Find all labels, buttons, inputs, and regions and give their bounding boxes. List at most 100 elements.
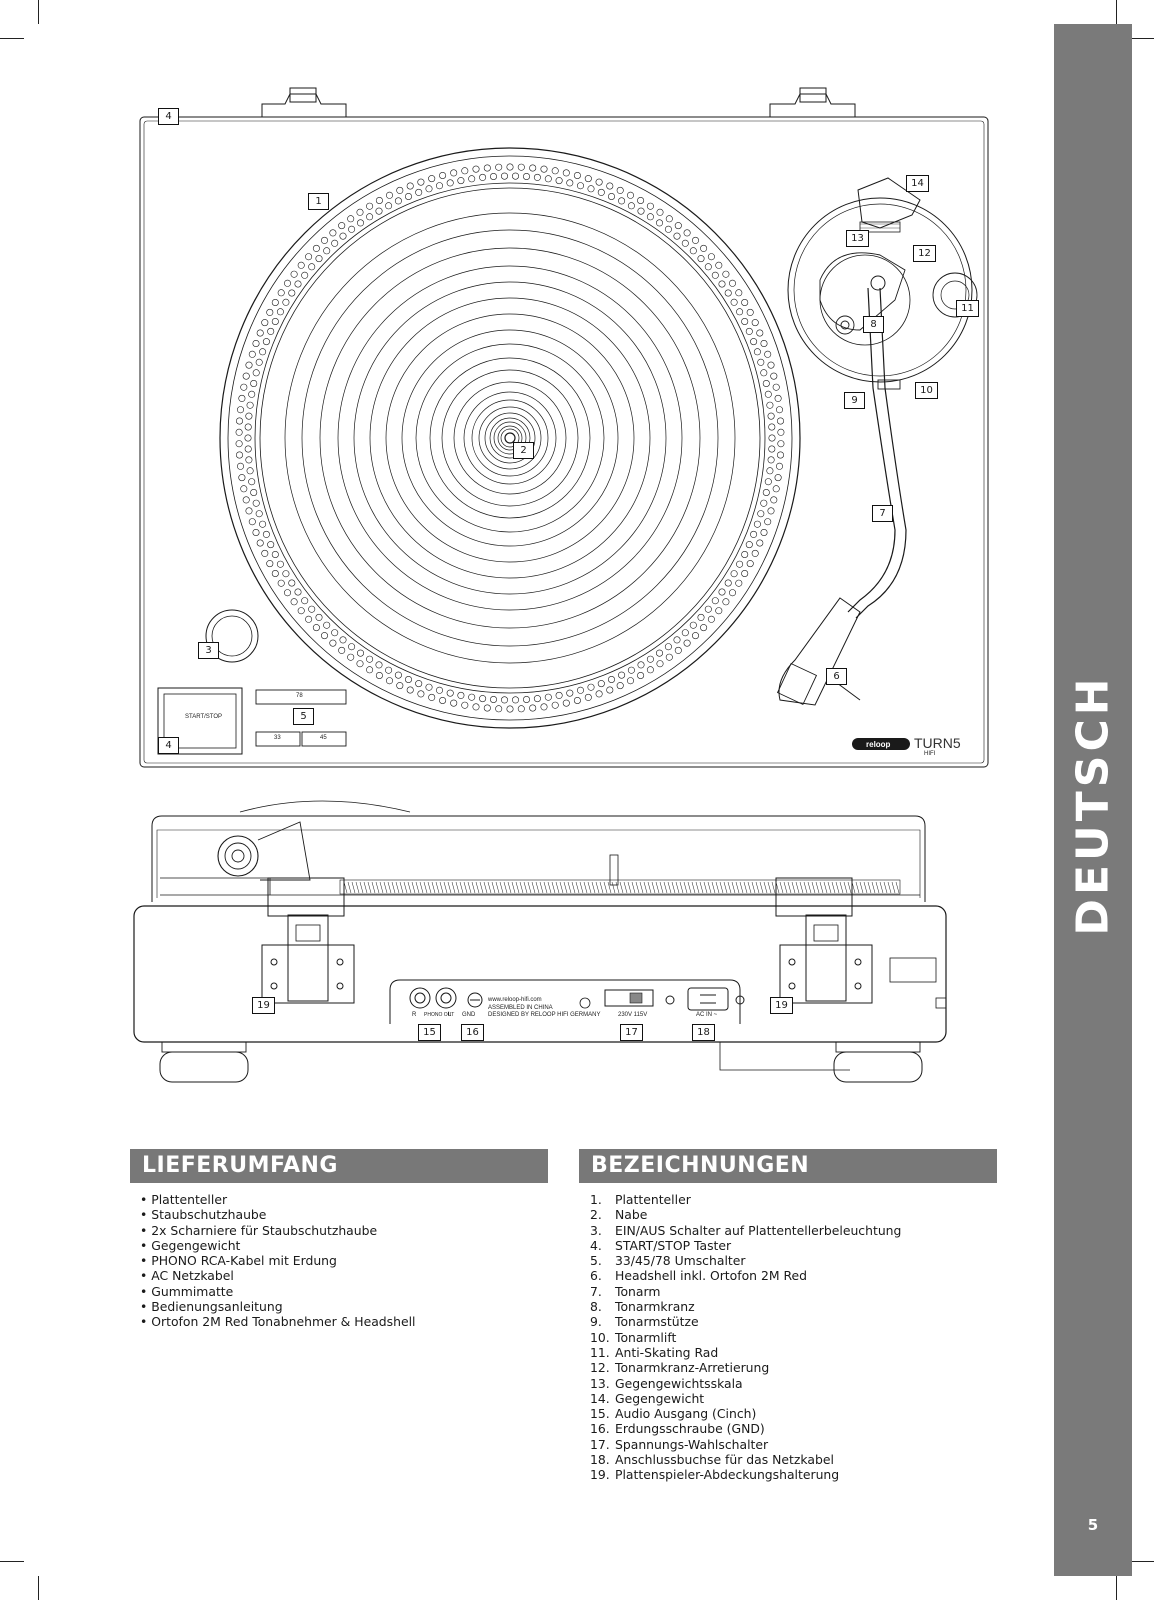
item-number: 4. — [590, 1237, 602, 1253]
item-number: 10. — [590, 1329, 610, 1345]
rear-l: L — [448, 1012, 452, 1018]
rear-assembled: ASSEMBLED IN CHINA — [488, 1005, 553, 1011]
item-text: Tonarm — [615, 1283, 661, 1299]
list-item: 2x Scharniere für Staubschutzhaube — [140, 1223, 416, 1238]
item-text: Tonarmkranz-Arretierung — [615, 1360, 770, 1376]
list-item: 18.Anschlussbuchse für das Netzkabel — [590, 1452, 901, 1467]
language-sidebar — [1054, 24, 1132, 1576]
callout-14: 14 — [906, 175, 929, 192]
rear-voltage: 230V 115V — [618, 1012, 648, 1018]
brand-logo-text: reloop — [866, 740, 891, 749]
item-number: 1. — [590, 1192, 602, 1207]
item-text: Headshell inkl. Ortofon 2M Red — [615, 1268, 808, 1284]
item-number: 7. — [590, 1283, 602, 1299]
callout-4-bottom: 4 — [158, 737, 179, 754]
callout-5: 5 — [293, 708, 314, 725]
callout-17: 17 — [620, 1024, 643, 1041]
speed-78-label: 78 — [296, 693, 303, 699]
list-item: 9.Tonarmstütze — [590, 1314, 901, 1329]
callout-4-top: 4 — [158, 108, 179, 125]
list-item: 7. Tonarm — [590, 1284, 901, 1299]
list-item: Staubschutzhaube — [140, 1207, 416, 1222]
crop-mark — [1130, 1561, 1154, 1562]
rear-url: www.reloop-hifi.com — [488, 997, 542, 1003]
callout-6: 6 — [826, 668, 847, 685]
callout-3: 3 — [198, 642, 219, 659]
item-text: Tonarmkranz — [615, 1299, 695, 1315]
lieferumfang-heading: LIEFERUMFANG — [130, 1149, 548, 1183]
item-number: 2. — [590, 1207, 602, 1223]
callout-9: 9 — [844, 392, 865, 409]
item-number: 6. — [590, 1268, 602, 1284]
item-number: 9. — [590, 1314, 602, 1330]
bezeichnungen-list: 1. Plattenteller 2. Nabe 3.EIN/AUS Schalte… — [590, 1192, 901, 1483]
item-number: 19. — [590, 1467, 610, 1483]
item-text: Gegengewichtsskala — [615, 1375, 743, 1391]
crop-mark — [0, 1561, 24, 1562]
list-item: 4. START/STOP Taster — [590, 1238, 901, 1253]
list-item: 13. Gegengewichtsskala — [590, 1376, 901, 1391]
rear-phono: PHONO OUT — [424, 1012, 455, 1018]
crop-mark — [1116, 1576, 1117, 1600]
item-number: 8. — [590, 1299, 602, 1315]
model-sub: HIFI — [924, 751, 936, 757]
rear-designed: DESIGNED BY RELOOP HIFI GERMANY — [488, 1012, 601, 1018]
item-text: START/STOP Taster — [615, 1237, 732, 1253]
item-text: Plattenteller — [615, 1192, 691, 1207]
item-text: EIN/AUS Schalter auf Plattentellerbeleuc… — [615, 1222, 902, 1238]
speed-33-label: 33 — [274, 735, 281, 741]
top-view — [139, 87, 989, 768]
item-number: 12. — [590, 1360, 610, 1376]
rear-gnd: GND — [462, 1012, 476, 1018]
language-label: DEUTSCH — [1067, 674, 1119, 936]
item-number: 13. — [590, 1375, 610, 1391]
list-item: PHONO RCA-Kabel mit Erdung — [140, 1253, 416, 1268]
item-number: 5. — [590, 1253, 602, 1269]
list-item: 3.EIN/AUS Schalter auf Plattentellerbele… — [590, 1223, 901, 1238]
page-number: 5 — [1087, 1516, 1099, 1534]
list-item: Plattenteller — [140, 1192, 416, 1207]
list-item: 11.Anti-Skating Rad — [590, 1345, 901, 1360]
lieferumfang-list: Plattenteller Staubschutzhaube 2x Scharn… — [140, 1192, 416, 1330]
list-item: 12. Tonarmkranz-Arretierung — [590, 1360, 901, 1375]
turntable-diagram — [133, 87, 989, 1083]
start-stop-button-label: START/STOP — [185, 714, 223, 720]
callout-18: 18 — [692, 1024, 715, 1041]
callout-15: 15 — [418, 1024, 441, 1041]
bezeichnungen-heading: BEZEICHNUNGEN — [579, 1149, 997, 1183]
callout-7: 7 — [872, 505, 893, 522]
callout-13: 13 — [846, 230, 869, 247]
callout-12: 12 — [913, 245, 936, 262]
speed-45-label: 45 — [320, 735, 327, 741]
item-number: 18. — [590, 1452, 610, 1468]
item-text: Nabe — [615, 1207, 648, 1223]
item-text: Plattenspieler-Abdeckungshalterung — [615, 1467, 840, 1483]
callout-16: 16 — [461, 1024, 484, 1041]
callout-2: 2 — [513, 442, 534, 459]
list-item: 5.33/45/78 Umschalter — [590, 1253, 901, 1268]
item-text: Tonarmlift — [615, 1329, 677, 1345]
list-item: 1. Plattenteller — [590, 1192, 901, 1207]
item-number: 15. — [590, 1406, 610, 1422]
list-item: 14. Gegengewicht — [590, 1391, 901, 1406]
list-item: 16. Erdungsschraube (GND) — [590, 1421, 901, 1436]
item-text: Anti-Skating Rad — [615, 1344, 719, 1360]
list-item: 19. Plattenspieler-Abdeckungshalterung — [590, 1467, 901, 1482]
crop-mark — [0, 38, 24, 39]
item-number: 14. — [590, 1390, 610, 1406]
callout-1: 1 — [308, 193, 329, 210]
rear-r: R — [412, 1012, 417, 1018]
list-item: 15.Audio Ausgang (Cinch) — [590, 1406, 901, 1421]
callout-10: 10 — [915, 382, 938, 399]
item-text: Spannungs-Wahlschalter — [615, 1436, 769, 1452]
item-text: Gegengewicht — [615, 1390, 705, 1406]
list-item: AC Netzkabel — [140, 1268, 416, 1283]
item-number: 16. — [590, 1421, 610, 1437]
callout-11: 11 — [956, 300, 979, 317]
model-name: TURN5 — [914, 735, 961, 751]
list-item: Ortofon 2M Red Tonabnehmer & Headshell — [140, 1314, 415, 1329]
item-text: Erdungsschraube (GND) — [615, 1421, 765, 1437]
crop-mark — [1116, 0, 1117, 24]
list-item: 17.Spannungs-Wahlschalter — [590, 1437, 901, 1452]
list-item: 10. Tonarmlift — [590, 1330, 901, 1345]
